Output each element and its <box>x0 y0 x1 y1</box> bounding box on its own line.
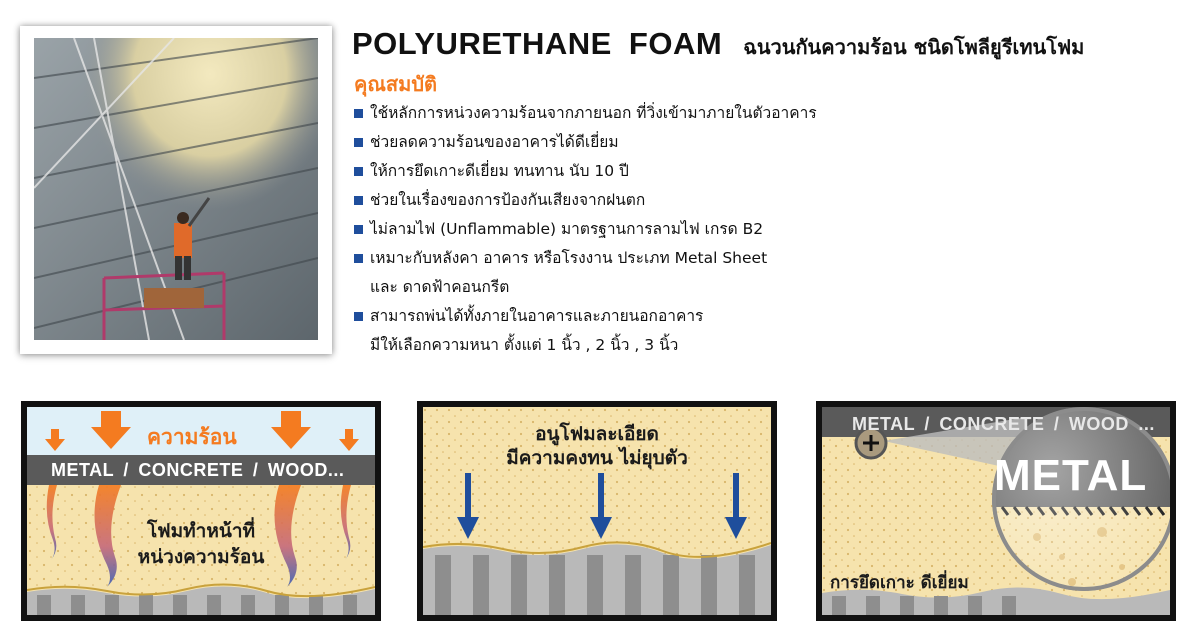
page-title: POLYURETHANE FOAM <box>352 26 723 61</box>
square-bullet-icon <box>354 167 363 176</box>
heat-arrow-icon <box>45 411 359 451</box>
heat-panel-caption-line1: โฟมทำหน้าที่ <box>146 520 256 542</box>
spray-foam-photo-frame <box>20 26 332 354</box>
property-item: สามารถพ่นได้ทั้งภายในอาคารและภายนอกอาคาร… <box>354 302 817 360</box>
adhesion-panel-material-band: METAL / CONCRETE / WOOD ... <box>852 414 1155 434</box>
property-item: ให้การยึดเกาะดีเยี่ยม ทนทาน นับ 10 ปี <box>354 157 817 186</box>
property-text: ช่วยลดความร้อนของอาคารได้ดีเยี่ยม <box>370 133 619 151</box>
property-text: ให้การยึดเกาะดีเยี่ยม ทนทาน นับ 10 ปี <box>370 162 629 180</box>
page-subtitle: ฉนวนกันความร้อน ชนิดโพลียูรีเทนโฟม <box>743 35 1085 59</box>
zoom-material-label: METAL <box>994 451 1148 500</box>
property-text: ช่วยในเรื่องของการป้องกันเสียงจากฝนตก <box>370 191 646 209</box>
foam-cell-caption-line1: อนูโฟมละเอียด <box>535 423 659 445</box>
square-bullet-icon <box>354 196 363 205</box>
heat-panel-material-band: METAL / CONCRETE / WOOD... <box>51 460 345 480</box>
heat-insulation-panel: ความร้อน METAL / CONCRETE / WOOD... โฟมท… <box>21 401 381 621</box>
property-text: ใช้หลักการหน่วงความร้อนจากภายนอก ที่วิ่ง… <box>370 104 817 122</box>
square-bullet-icon <box>354 109 363 118</box>
property-item: ช่วยลดความร้อนของอาคารได้ดีเยี่ยม <box>354 128 817 157</box>
foam-cell-illustration <box>423 407 771 615</box>
adhesion-illustration <box>822 407 1170 615</box>
property-text-continued: และ ดาดฟ้าคอนกรีต <box>370 278 510 296</box>
properties-heading: คุณสมบัติ <box>354 72 438 96</box>
property-item: ไม่ลามไฟ (Unflammable) มาตรฐานการลามไฟ เ… <box>354 215 817 244</box>
adhesion-caption: การยึดเกาะ ดีเยี่ยม <box>830 573 969 593</box>
square-bullet-icon <box>354 254 363 263</box>
foam-cell-caption-line2: มีความคงทน ไม่ยุบตัว <box>506 447 688 469</box>
heat-label: ความร้อน <box>147 425 237 449</box>
properties-list: ใช้หลักการหน่วงความร้อนจากภายนอก ที่วิ่ง… <box>354 99 817 360</box>
property-text: ไม่ลามไฟ (Unflammable) มาตรฐานการลามไฟ เ… <box>370 220 764 238</box>
property-text: สามารถพ่นได้ทั้งภายในอาคารและภายนอกอาคาร <box>370 307 704 325</box>
foam-cell-panel: อนูโฟมละเอียด มีความคงทน ไม่ยุบตัว <box>417 401 777 621</box>
property-item: เหมาะกับหลังคา อาคาร หรือโรงงาน ประเภท M… <box>354 244 817 302</box>
pressure-arrow-icon <box>457 473 747 539</box>
heat-insulation-illustration <box>27 407 375 615</box>
property-text-continued: มีให้เลือกความหนา ตั้งแต่ 1 นิ้ว , 2 นิ้… <box>370 336 679 354</box>
property-item: ช่วยในเรื่องของการป้องกันเสียงจากฝนตก <box>354 186 817 215</box>
square-bullet-icon <box>354 138 363 147</box>
square-bullet-icon <box>354 312 363 321</box>
property-text: เหมาะกับหลังคา อาคาร หรือโรงงาน ประเภท M… <box>370 249 768 267</box>
spray-foam-photo <box>34 38 318 340</box>
square-bullet-icon <box>354 225 363 234</box>
heat-panel-caption-line2: หน่วงความร้อน <box>137 546 265 568</box>
adhesion-panel: METAL / CONCRETE / WOOD ... METAL การยึด… <box>816 401 1176 621</box>
property-item: ใช้หลักการหน่วงความร้อนจากภายนอก ที่วิ่ง… <box>354 99 817 128</box>
title-row: POLYURETHANE FOAM ฉนวนกันความร้อน ชนิดโพ… <box>352 26 1084 63</box>
